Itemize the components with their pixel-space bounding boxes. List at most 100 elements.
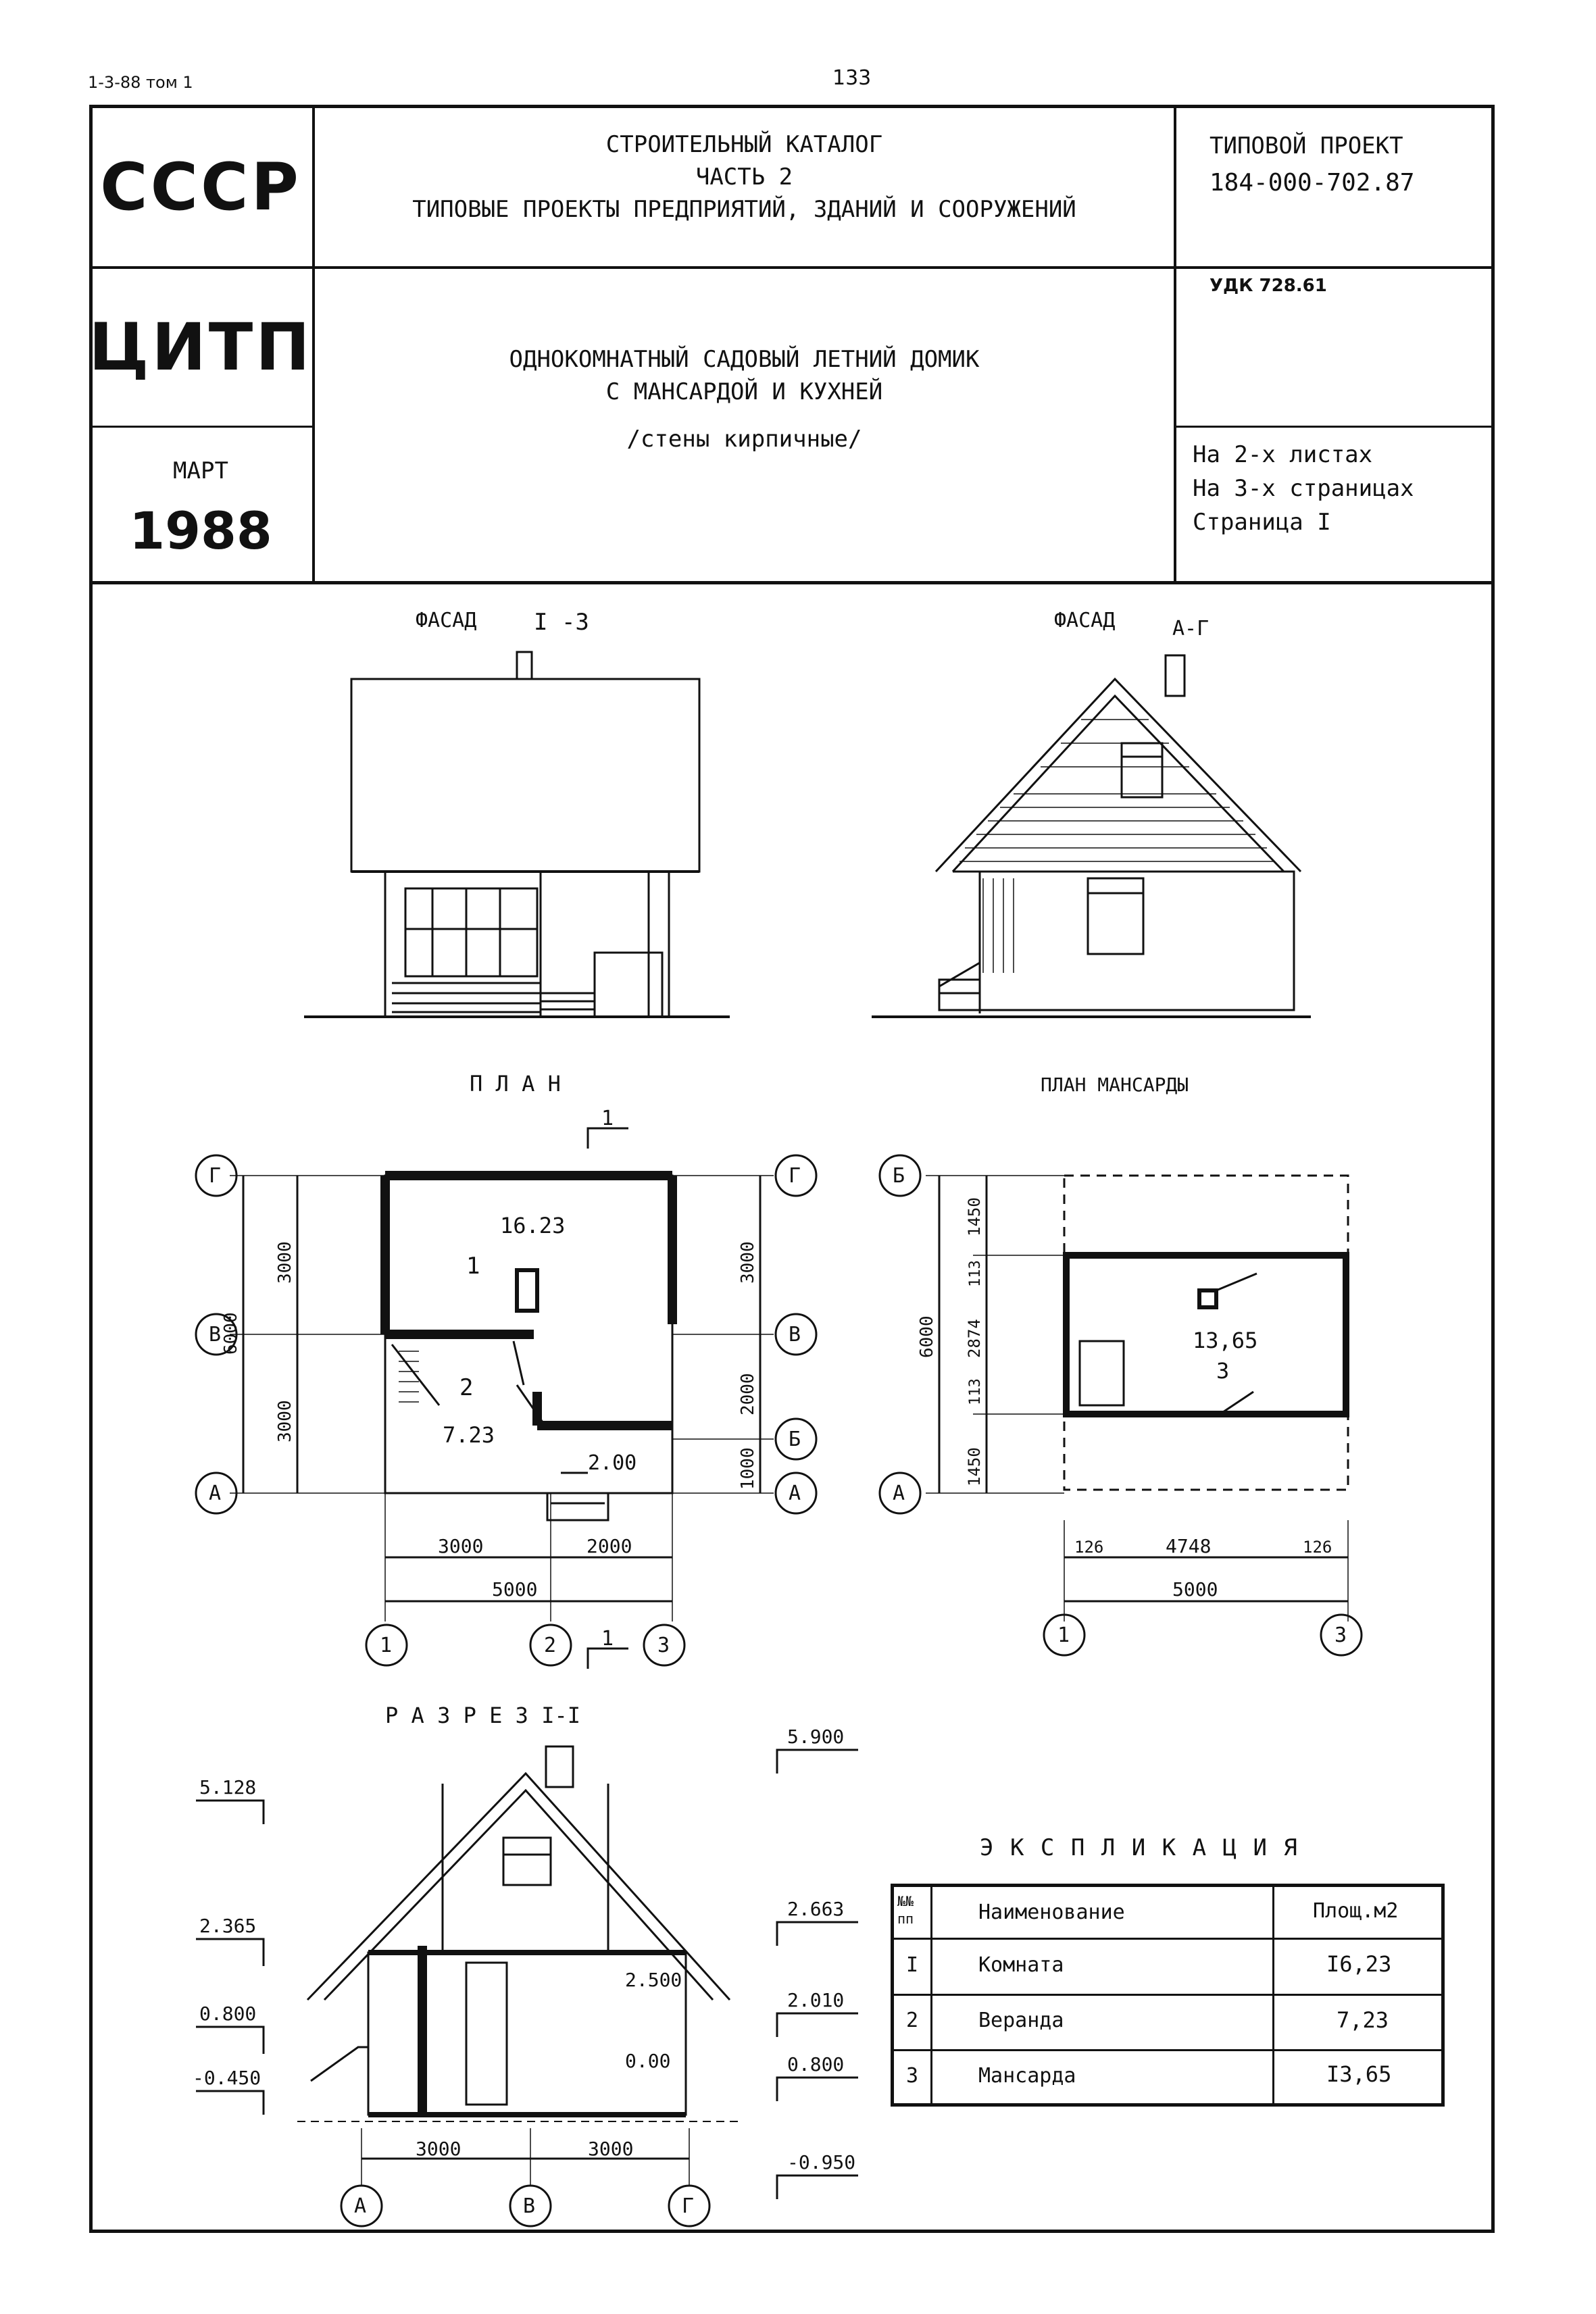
attic-dim-w2: 4748 [1166,1535,1211,1557]
plan-axis-bottom-3: 3 [657,1634,670,1657]
plan-axis-right-b: Б [789,1428,801,1451]
attic-axis-1: 1 [1057,1624,1070,1647]
level-2-663: 2.663 [787,1898,844,1920]
catalog-line-3: ТИПОВЫЕ ПРОЕКТЫ ПРЕДПРИЯТИЙ, ЗДАНИЙ И СО… [412,196,1076,223]
title-line-1: ОДНОКОМНАТНЫЙ САДОВЫЙ ЛЕТНИЙ ДОМИК [509,346,980,373]
level-0-800-right: 0.800 [787,2053,844,2076]
row3-name: Мансарда [978,2064,1076,2088]
header-row-line [89,266,1495,269]
row3-area: I3,65 [1326,2061,1392,2087]
row1-area: I6,23 [1326,1951,1392,1977]
attic-axis-3: 3 [1335,1624,1347,1647]
plan-dim-left-1: 3000 [275,1241,295,1284]
attic-dim-a: 1450 [965,1197,984,1236]
level-2-365: 2.365 [199,1915,256,1937]
explication-table: №№ пп Наименование Площ.м2 I Комната I6,… [891,1884,1445,2107]
ussr-label: СССР [100,149,301,225]
level-minus-0-950: -0.950 [787,2151,855,2173]
header-name: Наименование [978,1901,1125,1924]
attic-plan [878,1154,1363,1657]
attic-axis-b: Б [893,1164,905,1188]
room1-area: 16.23 [500,1213,565,1238]
header-divider-left [312,105,315,583]
inner-level-2-500: 2.500 [625,1969,682,1991]
level-2-010: 2.010 [787,1989,844,2011]
citp-label: ЦИТП [89,309,313,385]
level-5-128: 5.128 [199,1776,256,1799]
sheets-info: На 2-х листах На 3-х страницах Страница … [1193,438,1414,539]
room1-number: 1 [466,1253,480,1280]
plan-dim-bottom-2: 2000 [587,1535,632,1557]
right-stamp-line [1174,426,1495,428]
section-axis-g: Г [682,2194,694,2218]
row2-name: Веранда [978,2009,1064,2032]
row2-number: 2 [906,2009,919,2032]
project-number: 184-000-702.87 [1210,169,1415,197]
facade1-title: ФАСАД [416,609,476,632]
plan-dim-bottom-1: 3000 [438,1535,483,1557]
facade-a-g [872,654,1311,1018]
header-bottom-line [89,581,1495,584]
plan-axis-left-v: В [209,1323,221,1347]
sheets-line-3: Страница I [1193,509,1331,536]
level-5-900: 5.900 [787,1726,844,1748]
facade2-axes: А-Г [1172,617,1209,640]
page-number: 133 [832,66,872,90]
header-area: Площ.м2 [1313,1899,1399,1923]
section-cut-mark-bottom: 1 [601,1627,614,1651]
project-label: ТИПОВОЙ ПРОЕКТ [1210,132,1403,159]
row1-number: I [906,1953,919,1977]
room2-number: 2 [459,1374,473,1401]
facade-1-3 [304,651,730,1018]
table-row-divider-1 [894,1938,1441,1940]
header-divider-right [1174,105,1176,583]
attic-dim-b: 113 [967,1260,984,1287]
title-line-3: /стены кирпичные/ [626,426,862,453]
project-title-block: ОДНОКОМНАТНЫЙ САДОВЫЙ ЛЕТНИЙ ДОМИК С МАН… [315,343,1174,455]
plan-axis-bottom-1: 1 [380,1634,392,1657]
row1-name: Комната [978,1953,1064,1977]
section-axis-v: В [523,2194,535,2218]
section-axis-a: А [354,2194,366,2218]
attic-dim-total-w: 5000 [1172,1578,1218,1601]
plan-axis-bottom-2: 2 [544,1634,556,1657]
plan-dim-left-total: 6000 [221,1312,241,1355]
plan-axis-right-v: В [789,1323,801,1347]
row3-number: 3 [906,2064,919,2088]
inner-level-0-00: 0.00 [625,2050,670,2072]
plan-axis-left-g: Г [209,1164,221,1188]
facade2-title: ФАСАД [1054,609,1115,632]
room2-area: 7.23 [443,1422,495,1448]
plan-axis-right-g: Г [789,1164,801,1188]
level-minus-0-450: -0.450 [193,2067,261,2089]
level-0-800-left: 0.800 [199,2003,256,2025]
section-cut-mark-top: 1 [601,1107,614,1130]
sheets-line-2: На 3-х страницах [1193,475,1414,502]
facade1-axes: I -3 [534,609,589,636]
plan-dim-right-2: 2000 [738,1373,758,1415]
title-line-2: С МАНСАРДОЙ И КУХНЕЙ [605,378,883,405]
ground-plan [195,1127,818,1669]
plan-axis-right-a: А [789,1482,801,1505]
issue-month: МАРТ [173,457,228,484]
document-reference: 1-3-88 том 1 [88,73,193,92]
plan-dim-bottom-total: 5000 [492,1578,537,1601]
table-row-divider-2 [894,1994,1441,1996]
attic-room-number: 3 [1216,1358,1229,1384]
header-number: №№ пп [897,1893,914,1927]
sheet-frame [89,105,1495,2233]
attic-plan-title: ПЛАН МАНСАРДЫ [1041,1074,1189,1096]
porch-area: 2.00 [588,1451,637,1475]
section-dim-2: 3000 [588,2138,633,2160]
explication-title: Э К С П Л И К А Ц И Я [980,1834,1299,1861]
issue-year: 1988 [129,500,272,561]
table-row-divider-3 [894,2049,1441,2051]
section-dim-1: 3000 [416,2138,461,2160]
plan-dim-right-3: 1000 [738,1447,758,1490]
attic-axis-a: А [893,1482,905,1505]
plan-dim-left-2: 3000 [275,1400,295,1442]
row2-area: 7,23 [1337,2007,1389,2033]
catalog-line-2: ЧАСТЬ 2 [695,164,793,191]
attic-dim-d: 113 [967,1378,984,1405]
udk-code: УДК 728.61 [1210,276,1327,296]
